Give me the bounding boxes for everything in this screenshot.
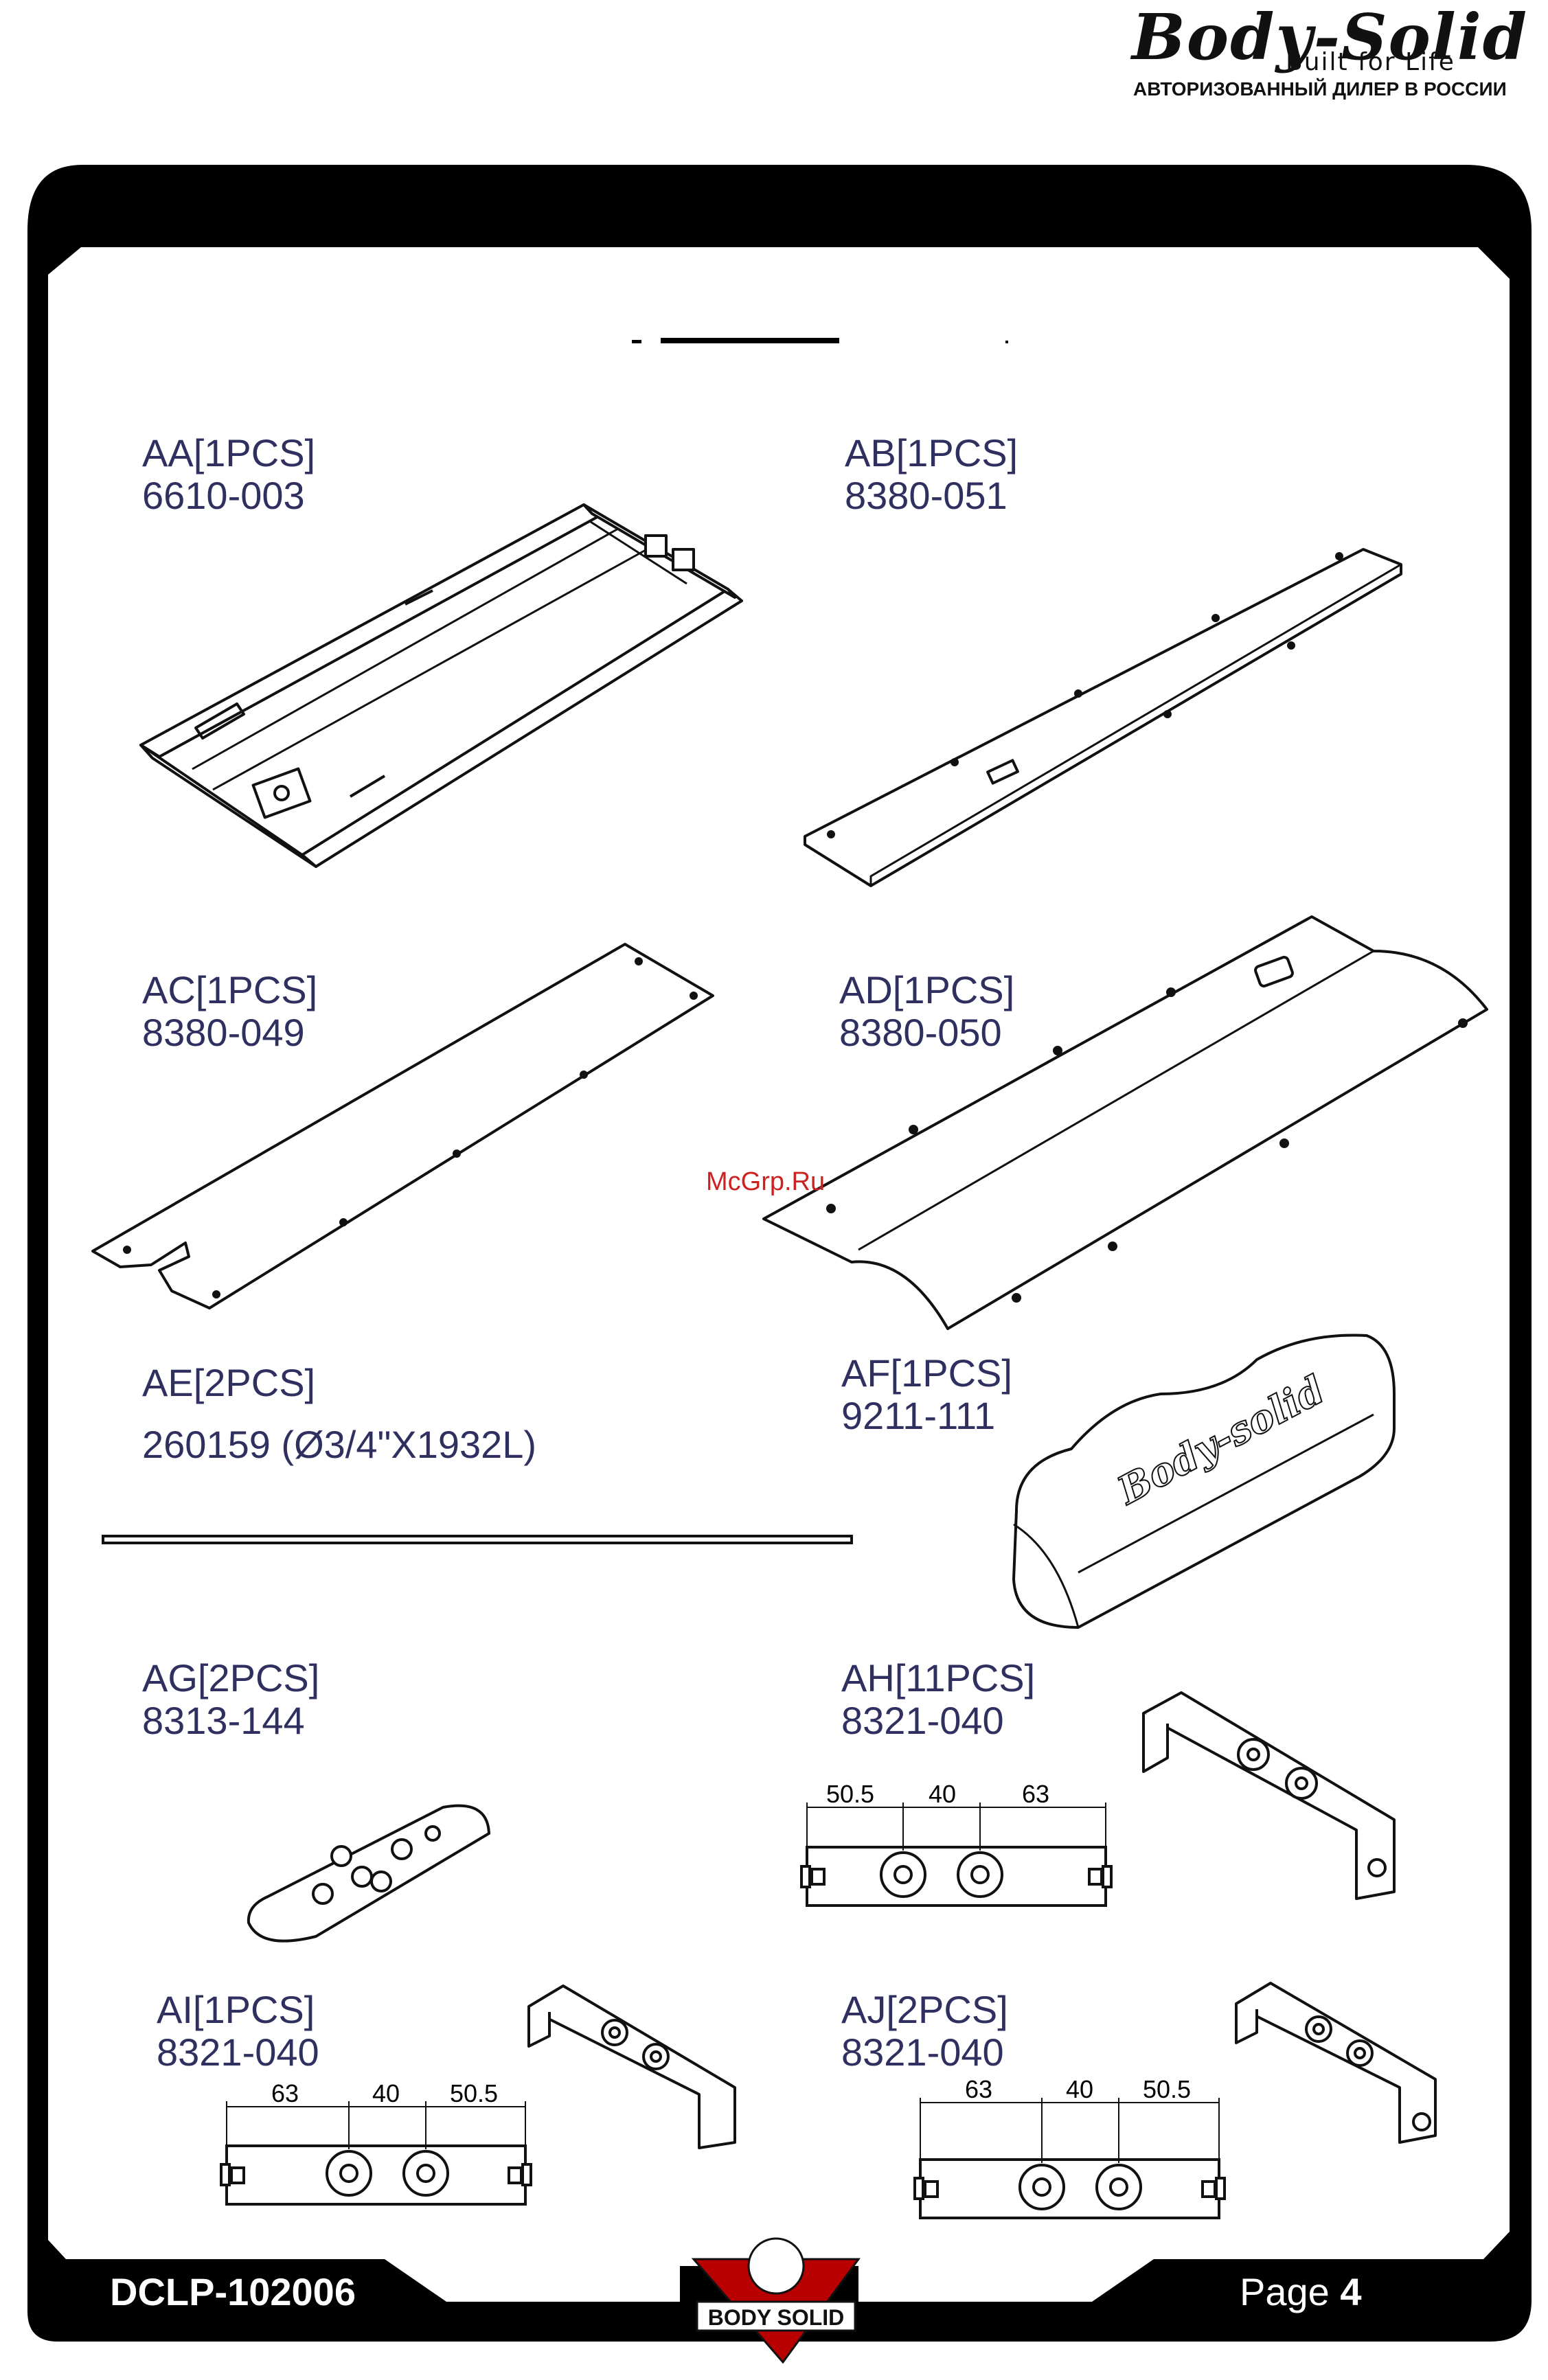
part-ac-code: 8380-049 [142, 1011, 305, 1054]
footer-badge [691, 2237, 861, 2364]
watermark: McGrp.Ru [706, 1167, 826, 1196]
part-aa-code: 6610-003 [142, 474, 305, 517]
part-ag-plate-drawing [247, 1804, 491, 1943]
aj-dim-2: 40 [1066, 2075, 1094, 2103]
page-indicator: Page 4 [1240, 2269, 1362, 2314]
ai-dim-3: 50.5 [450, 2079, 499, 2107]
ah-dim-3: 63 [1022, 1780, 1050, 1808]
part-ad-code: 8380-050 [839, 1011, 1002, 1054]
part-aa-frame-drawing [139, 503, 743, 868]
part-ac-id: AC[1PCS] [142, 968, 318, 1011]
part-ai-id: AI[1PCS] [157, 1988, 315, 2031]
dealer-text: АВТОРИЗОВАННЫЙ ДИЛЕР В РОССИИ [1133, 78, 1507, 100]
part-ae-rod-drawing [102, 1535, 853, 1544]
part-ag-id: AG[2PCS] [142, 1656, 320, 1700]
part-ae-id: AE[2PCS] [142, 1361, 316, 1404]
ai-dim-1: 63 [271, 2079, 299, 2107]
badge-text: BODY SOLID [707, 2305, 845, 2330]
ah-dim-2: 40 [929, 1780, 957, 1808]
part-ab-code: 8380-051 [845, 474, 1008, 517]
page-label: Page [1240, 2270, 1330, 2313]
part-ae-code: 260159 (Ø3/4"X1932L) [142, 1423, 537, 1466]
part-ad-id: AD[1PCS] [839, 968, 1015, 1011]
part-ah-bracket-iso [1142, 1691, 1396, 1900]
brand-tagline: Built for Life [1286, 48, 1455, 76]
part-aj-bracket-iso [1235, 1982, 1437, 2144]
part-ah-code: 8321-040 [841, 1699, 1004, 1742]
page-number: 4 [1340, 2270, 1362, 2313]
part-aj-bracket-flat [913, 2098, 1226, 2219]
brand-logo: Body-Solid [1132, 0, 1529, 74]
document-code: DCLP-102006 [110, 2270, 356, 2313]
part-af-id: AF[1PCS] [841, 1351, 1012, 1395]
part-ag-code: 8313-144 [142, 1699, 305, 1742]
part-ai-code: 8321-040 [157, 2030, 319, 2074]
part-af-shroud-drawing [1012, 1334, 1396, 1629]
ai-dim-2: 40 [372, 2079, 400, 2107]
part-ac-plate-drawing [91, 943, 714, 1309]
part-aa-id: AA[1PCS] [142, 431, 316, 474]
part-aj-id: AJ[2PCS] [841, 1988, 1008, 2031]
part-ab-id: AB[1PCS] [845, 431, 1018, 474]
part-ah-id: AH[11PCS] [841, 1656, 1036, 1700]
aj-dim-1: 63 [965, 2075, 993, 2103]
part-ab-plate-drawing [804, 548, 1402, 887]
part-af-code: 9211-111 [841, 1394, 996, 1437]
part-ah-bracket-flat [800, 1803, 1113, 1907]
part-aj-code: 8321-040 [841, 2030, 1004, 2074]
part-ad-cover-drawing [762, 915, 1488, 1330]
aj-dim-3: 50.5 [1143, 2075, 1192, 2103]
part-ai-bracket-iso [527, 1984, 736, 2149]
part-ai-bracket-flat [220, 2101, 532, 2206]
ah-dim-1: 50.5 [826, 1780, 875, 1808]
